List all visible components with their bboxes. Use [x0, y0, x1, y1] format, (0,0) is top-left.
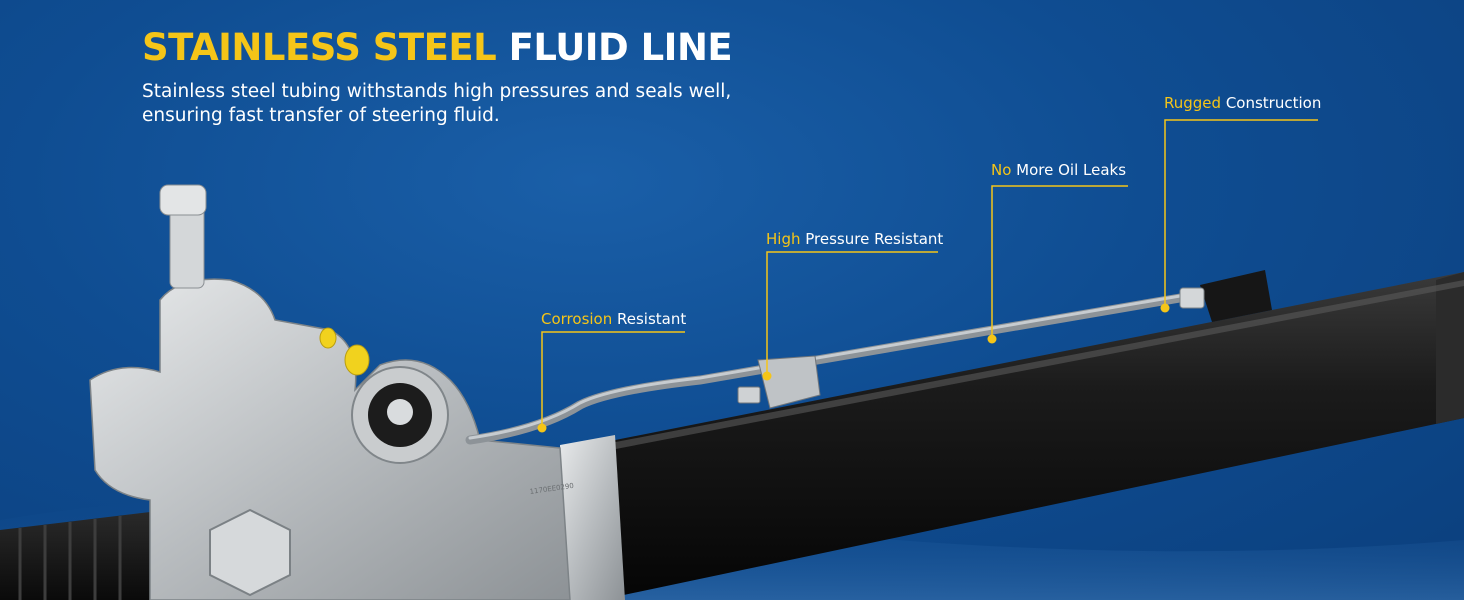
- adjuster-nut: [209, 508, 291, 597]
- callout-text: Resistant: [612, 310, 687, 328]
- subtitle-line-1: Stainless steel tubing withstands high p…: [142, 81, 732, 102]
- callout-dots: [537, 303, 1170, 433]
- callout-accent: High: [766, 230, 801, 248]
- callout-leaders: [541, 119, 1318, 428]
- line-fitting-nut: [1179, 287, 1205, 309]
- callout-accent: Rugged: [1164, 94, 1222, 112]
- rack-tube: [590, 272, 1464, 600]
- callout-text: Pressure Resistant: [800, 230, 944, 248]
- callout-dot: [762, 371, 772, 381]
- line-clamp: [757, 355, 821, 409]
- callout-corrosion-resistant: Corrosion Resistant: [541, 310, 686, 328]
- tube-collar: [560, 435, 625, 600]
- callout-dot: [1160, 303, 1170, 313]
- callout-text: More Oil Leaks: [1011, 161, 1127, 179]
- port-cap: [344, 344, 370, 376]
- bushing-bolt-hole: [387, 399, 413, 425]
- headline: STAINLESS STEEL FLUID LINE: [142, 26, 733, 69]
- tube-highlight: [600, 280, 1464, 452]
- headline-main: FLUID LINE: [508, 26, 733, 69]
- callout-accent: No: [991, 161, 1012, 179]
- clamp-bolt: [737, 386, 761, 404]
- fluid-line: [465, 293, 1185, 445]
- callout-rugged-construction: Rugged Construction: [1164, 94, 1321, 112]
- callout-high-pressure-resistant: High Pressure Resistant: [766, 230, 943, 248]
- pinion-spline: [159, 184, 207, 216]
- callout-text: Construction: [1221, 94, 1322, 112]
- callout-dot: [987, 334, 997, 344]
- fluid-line-highlight: [468, 294, 1182, 440]
- line-fitting-block: [1200, 270, 1272, 322]
- callout-accent: Corrosion: [541, 310, 613, 328]
- port-cap: [319, 327, 337, 349]
- callout-no-more-oil-leaks: No More Oil Leaks: [991, 161, 1126, 179]
- headline-accent: STAINLESS STEEL: [142, 26, 497, 69]
- rack-boot: [0, 512, 150, 600]
- callout-dot: [537, 423, 547, 433]
- boot-ridges: [18, 516, 122, 600]
- subtitle-line-2: ensuring fast transfer of steering fluid…: [142, 105, 500, 126]
- subtitle: Stainless steel tubing withstands high p…: [142, 80, 762, 128]
- tube-end-cap: [1436, 272, 1464, 424]
